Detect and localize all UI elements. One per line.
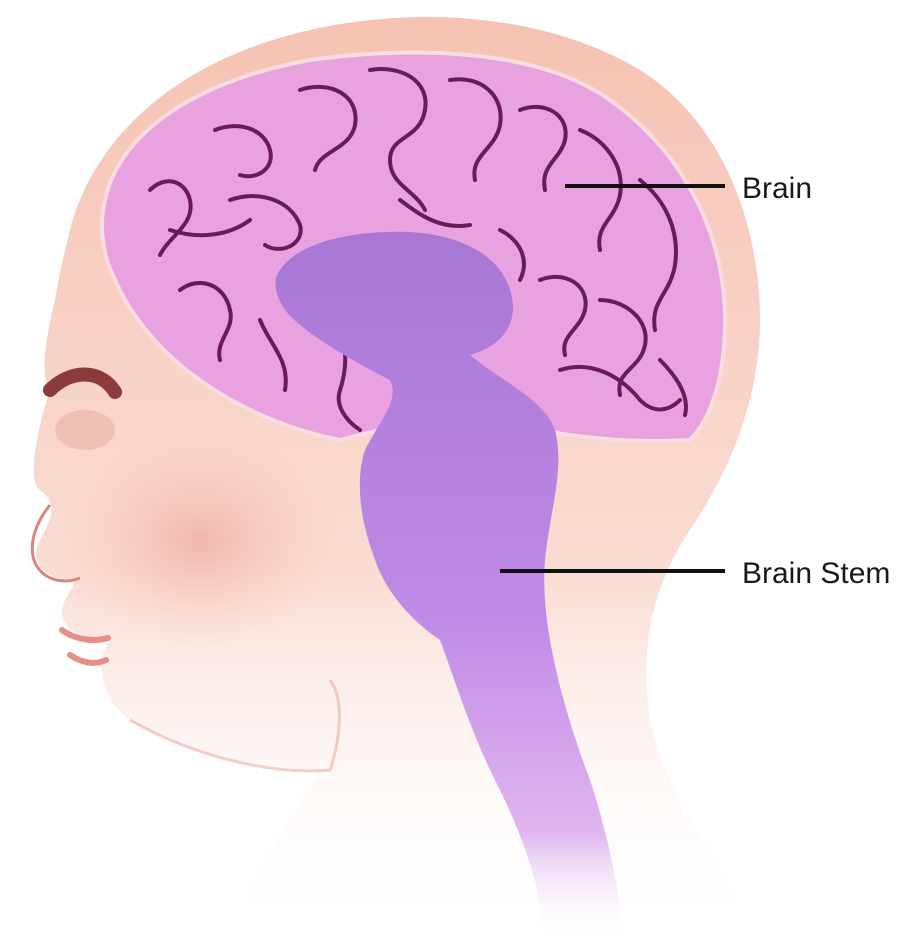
brain-stem-label: Brain Stem <box>742 557 890 590</box>
eye-socket <box>55 410 115 450</box>
cheek-blush <box>60 430 340 650</box>
brain-label: Brain <box>742 172 812 205</box>
